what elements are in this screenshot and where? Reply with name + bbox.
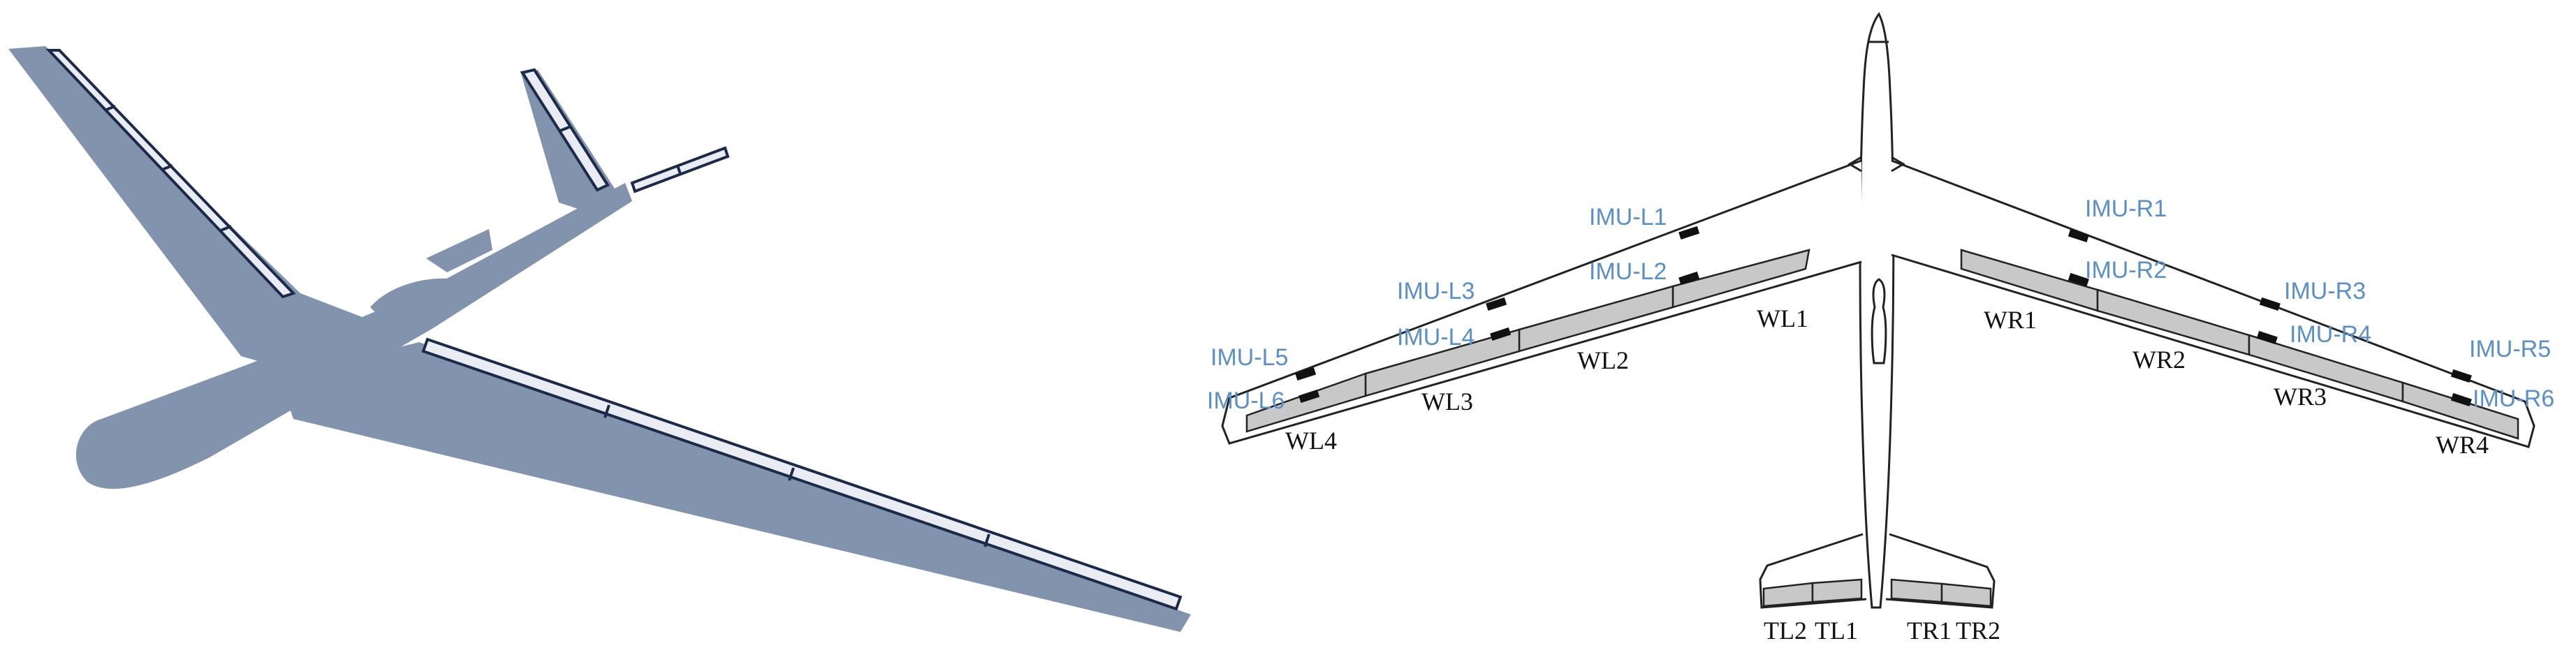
imu-label-R4: IMU-R4 bbox=[2290, 321, 2371, 348]
surface-labels: WL1 WL2 WL3 WL4 WR1 WR2 WR3 WR4 TL2 TL1 … bbox=[1285, 304, 2489, 645]
aircraft-3d-view bbox=[8, 46, 1191, 632]
left-wing-surfaces bbox=[45, 49, 296, 299]
surface-WR4 bbox=[2401, 381, 2519, 440]
imu-marker-R3 bbox=[2259, 297, 2281, 311]
surface-TR1 bbox=[1890, 578, 1943, 603]
imu-label-L1: IMU-L1 bbox=[1589, 204, 1667, 230]
imu-marker-L5 bbox=[1295, 367, 1317, 381]
imu-marker-L6 bbox=[1298, 389, 1320, 404]
imu-marker-L3 bbox=[1486, 297, 1507, 311]
label-TL1: TL1 bbox=[1815, 617, 1858, 645]
cockpit-detail bbox=[1871, 278, 1887, 364]
canopy-shadow bbox=[426, 229, 492, 272]
imu-label-R2: IMU-R2 bbox=[2085, 257, 2167, 284]
imu-marker-R4 bbox=[2256, 330, 2278, 345]
left-root-detail bbox=[1847, 156, 1862, 172]
imu-label-L4: IMU-L4 bbox=[1397, 324, 1474, 351]
imu-label-L6: IMU-L6 bbox=[1207, 388, 1285, 414]
imu-marker-L2 bbox=[1678, 271, 1700, 286]
label-WR2: WR2 bbox=[2132, 346, 2186, 374]
imu-marker-R5 bbox=[2450, 369, 2472, 383]
surface-WL4 bbox=[1245, 372, 1367, 433]
label-WR1: WR1 bbox=[1984, 306, 2037, 334]
htail-surfaces bbox=[630, 146, 730, 193]
imu-label-R6: IMU-R6 bbox=[2473, 385, 2554, 412]
right-root-detail bbox=[1891, 156, 1905, 172]
label-TR1: TR1 bbox=[1907, 617, 1952, 645]
aircraft-top-view bbox=[1221, 12, 2535, 609]
imu-marker-R2 bbox=[2068, 272, 2089, 287]
imu-marker-R1 bbox=[2068, 228, 2089, 243]
imu-label-R3: IMU-R3 bbox=[2284, 278, 2366, 304]
imu-label-L3: IMU-L3 bbox=[1397, 278, 1474, 304]
imu-markers bbox=[1295, 226, 2472, 407]
imu-marker-L1 bbox=[1678, 226, 1700, 240]
label-WR3: WR3 bbox=[2274, 383, 2327, 411]
label-WL4: WL4 bbox=[1285, 427, 1337, 455]
fuselage-outline bbox=[1859, 12, 1895, 609]
control-surfaces bbox=[1245, 249, 2519, 608]
imu-label-L5: IMU-L5 bbox=[1210, 344, 1288, 371]
label-WL2: WL2 bbox=[1577, 346, 1629, 374]
surface-TR2 bbox=[1940, 582, 1992, 608]
imu-marker-L4 bbox=[1490, 327, 1512, 341]
surface-TL1 bbox=[1811, 578, 1863, 603]
left-wing-shadow bbox=[8, 46, 391, 377]
right-wing-shadow bbox=[279, 342, 1191, 632]
imu-label-L2: IMU-L2 bbox=[1589, 258, 1667, 285]
label-WR4: WR4 bbox=[2436, 431, 2489, 459]
dorsal-shadow bbox=[370, 278, 461, 328]
label-TL2: TL2 bbox=[1764, 617, 1807, 645]
label-WL1: WL1 bbox=[1757, 304, 1808, 332]
tail-surfaces bbox=[520, 68, 610, 192]
imu-label-R5: IMU-R5 bbox=[2469, 336, 2551, 362]
label-WL3: WL3 bbox=[1421, 388, 1473, 415]
label-TR2: TR2 bbox=[1956, 617, 2000, 645]
imu-labels: IMU-L1 IMU-L2 IMU-L3 IMU-L4 IMU-L5 IMU-L… bbox=[1207, 196, 2554, 414]
imu-marker-R6 bbox=[2450, 392, 2472, 407]
imu-label-R1: IMU-R1 bbox=[2085, 196, 2167, 222]
right-wing-surfaces bbox=[421, 337, 1183, 611]
